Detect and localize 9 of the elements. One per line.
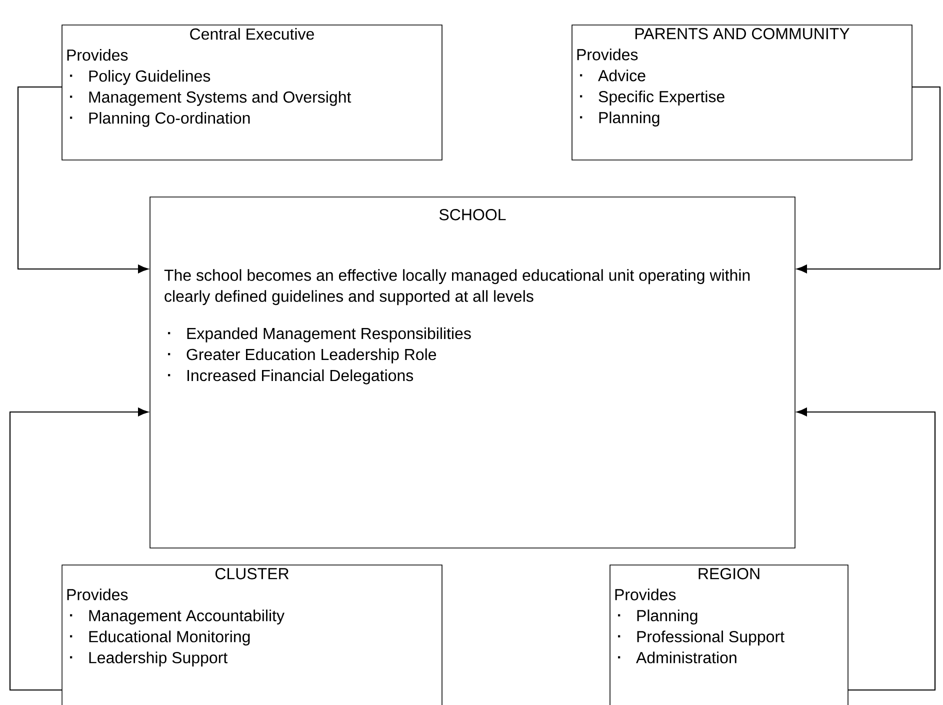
info-box: CLUSTER Provides Management Accountability Educational Monitoring Leadership Support xyxy=(62,564,442,705)
info-box: PARENTS AND COMMUNITY Provides Advice Specific Expertise Planning xyxy=(572,24,912,160)
arrow xyxy=(17,86,148,274)
arrow xyxy=(9,408,148,691)
arrow xyxy=(796,86,941,274)
arrow xyxy=(796,408,936,691)
info-box: Central Executive Provides Policy Guidelines Management Systems and Oversight Planning Co-ordination xyxy=(62,24,442,160)
info-box: SCHOOL The school becomes an effective locally managed educational unit operating within clearly defined guidelines and supported at all levels Expanded Management Responsibilities Greater Education Leadership Role Increased Financial Delegations xyxy=(150,196,796,548)
info-box: REGION Provides Planning Professional Support Administration xyxy=(610,564,848,705)
